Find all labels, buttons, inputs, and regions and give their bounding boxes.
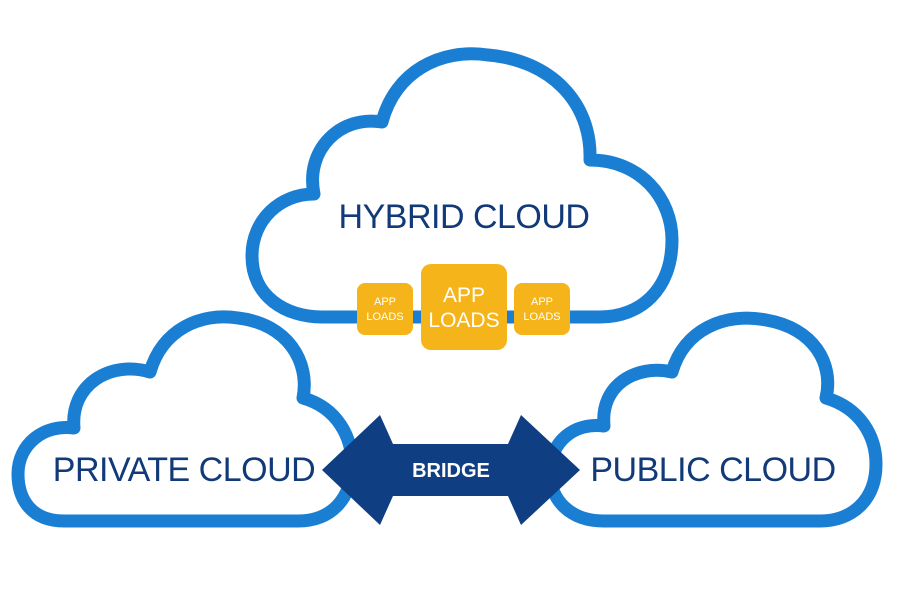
app-loads-line1: APP (374, 296, 396, 308)
double-arrow-icon (322, 415, 580, 525)
app-loads-right: APP LOADS (514, 283, 570, 335)
bridge-label: BRIDGE (412, 460, 490, 482)
app-loads-box (514, 283, 570, 335)
hybrid-cloud-outline (245, 47, 679, 324)
public-cloud: PUBLIC CLOUD (543, 311, 883, 528)
app-loads-line2: LOADS (523, 311, 560, 323)
app-loads-center: APP LOADS (421, 264, 507, 350)
app-loads-left: APP LOADS (357, 283, 413, 335)
app-loads-box (421, 264, 507, 350)
hybrid-cloud-label: HYBRID CLOUD (339, 198, 590, 236)
hybrid-cloud: HYBRID CLOUD (245, 47, 679, 324)
private-cloud-label: PRIVATE CLOUD (53, 451, 315, 489)
app-loads-line1: APP (531, 296, 553, 308)
public-cloud-outline (543, 311, 883, 528)
private-cloud-outline (11, 310, 359, 528)
app-loads-line1: APP (443, 284, 485, 307)
app-loads-line2: LOADS (366, 311, 403, 323)
app-loads-box (357, 283, 413, 335)
bridge: BRIDGE (322, 415, 580, 525)
public-cloud-label: PUBLIC CLOUD (590, 451, 835, 489)
app-loads-line2: LOADS (428, 309, 499, 332)
private-cloud: PRIVATE CLOUD (11, 310, 359, 528)
